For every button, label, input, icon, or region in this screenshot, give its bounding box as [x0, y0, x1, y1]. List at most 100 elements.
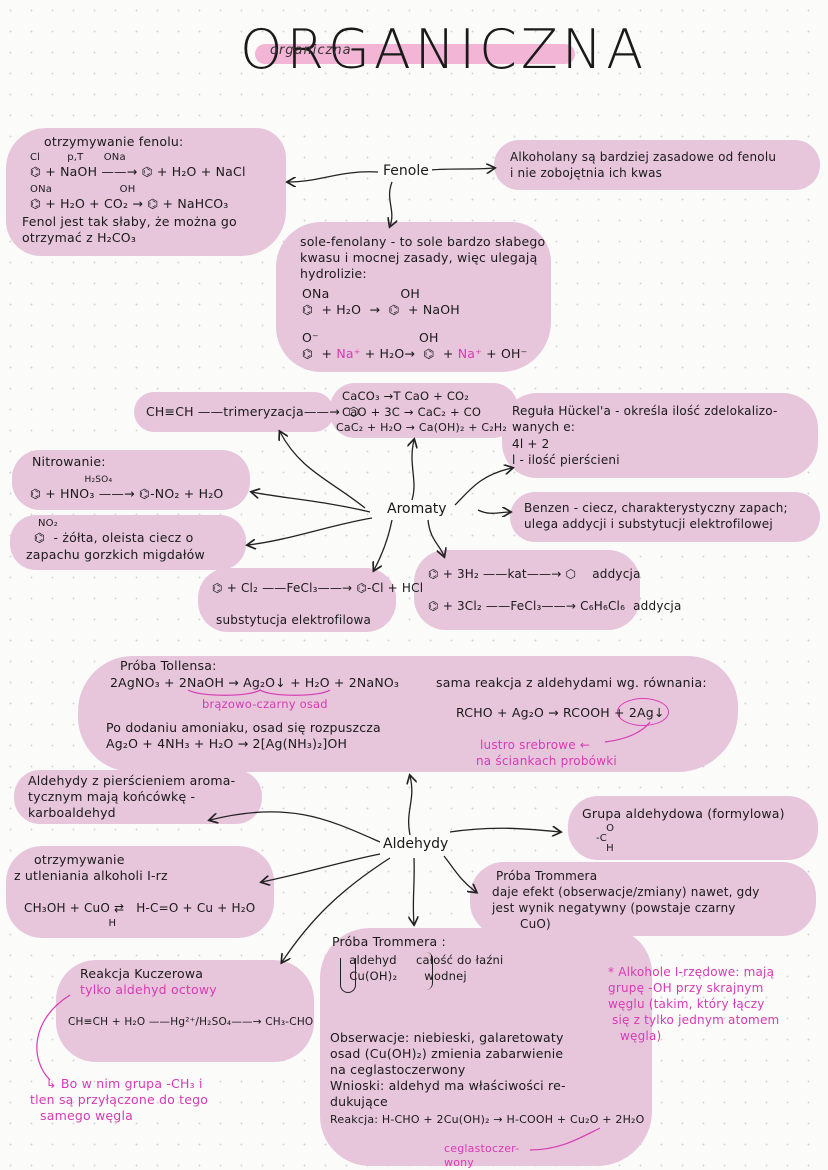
blob-substytucja — [198, 568, 396, 632]
karbo-line: tycznym mają końcówkę - — [28, 789, 196, 804]
trommer-main-line: Wnioski: aldehyd ma właściwości re- — [330, 1078, 566, 1093]
blob-benzen — [510, 492, 820, 542]
arrow-aromaty-subst — [374, 519, 393, 570]
arrow-ceglasto — [529, 1127, 601, 1151]
blob-kuczerowa — [56, 960, 314, 1062]
fenol-otrzymywanie-line: otrzymać z H₂CO₃ — [22, 230, 137, 245]
trommer-main-line: Obserwacje: niebieski, galaretowaty — [330, 1030, 564, 1045]
fenol-otrzymywanie-line: ONa OH — [30, 184, 136, 195]
arrow-aromaty-cao — [412, 440, 414, 501]
hydroliza-eq2-a: O⁻ OH ⌬ + — [302, 330, 439, 361]
note-line: * Alkohole I-rzędowe: mają — [608, 965, 775, 979]
arrow-aromaty-nitrobenzen — [248, 517, 373, 545]
page-subtitle: organiczna — [270, 43, 352, 58]
cao-line: CaO + 3C → CaC₂ + CO — [342, 405, 482, 419]
cao-line: CaC₂ + H₂O → Ca(OH)₂ + C₂H₂ — [336, 421, 507, 434]
test-tube-icon — [340, 958, 356, 993]
arrow-aldehydy-trommerM — [413, 857, 414, 924]
sole-line: kwasu i mocnej zasady, więc ulegają — [300, 250, 538, 265]
trommer-right-line: Próba Trommera — [496, 869, 598, 883]
blob-huckel — [502, 393, 818, 478]
substytucja-label: substytucja elektrofilowa — [216, 613, 372, 627]
bo-line: tlen są przyłączone do tego — [30, 1092, 209, 1107]
arrow-aldehydy-kucz — [282, 857, 391, 962]
huckel-line: wanych e: — [512, 420, 576, 434]
nitrobenzen-line: zapachu gorzkich migdałów — [26, 547, 205, 562]
addycja-h2: ⌬ + 3H₂ ——kat——→ ⬡ addycja — [428, 567, 641, 581]
arrow-aldehydy-karbo — [210, 811, 381, 843]
trommer-right-line: CuO) — [520, 917, 551, 931]
bo-line: samego węgla — [40, 1108, 133, 1123]
nitrobenzen-line: NO₂ — [38, 518, 58, 529]
page-title: ORGANICZNA — [240, 18, 648, 81]
arrow-aldehydy-grupa — [449, 828, 560, 832]
nitrobenzen-line: ⌬ - żółta, oleista ciecz o — [34, 530, 194, 545]
hub-fenole: Fenole — [380, 163, 432, 179]
tollens-rcho: RCHO + Ag₂O → RCOOH + 2Ag↓ — [456, 705, 665, 721]
tollens-title: Próba Tollensa: — [120, 658, 217, 673]
blob-karboaldehyd — [14, 770, 262, 824]
hub-aldehydy: Aldehydy — [380, 836, 452, 852]
trommer-right-line: jest wynik negatywny (powstaje czarny — [492, 901, 736, 915]
kucz-title: Reakcja Kuczerowa — [80, 966, 204, 981]
aldehyd-otrz-line: H — [24, 918, 117, 929]
trimeryzacja: CH≡CH ——trimeryzacja——→ ⬡ — [146, 404, 360, 419]
hub-aromaty: Aromaty — [384, 501, 450, 517]
sole-line: sole-fenolany - to sole bardzo słabego — [300, 234, 546, 249]
ceglasto-label: ceglastoczer- wony — [444, 1142, 520, 1169]
blob-trommer-right — [470, 862, 816, 936]
kucz-pink: tylko aldehyd octowy — [80, 982, 217, 997]
trommer-main-line: dukujące — [330, 1094, 388, 1109]
aldehyd-otrz-line: otrzymywanie — [34, 852, 125, 867]
benzen-line: Benzen - ciecz, charakterystyczny zapach… — [524, 501, 788, 515]
trommer-main-line: na ceglastoczerwony — [330, 1062, 466, 1077]
arrow-aromaty-huckel — [454, 468, 512, 506]
tollens-rcho-left: RCHO + Ag₂O → RCOOH + — [456, 705, 629, 720]
karbo-line: karboaldehyd — [28, 805, 116, 820]
fenol-otrzymywanie-line: ⌬ + H₂O + CO₂ → ⌬ + NaHCO₃ — [30, 196, 229, 211]
tollens-sciankach: na ściankach probówki — [476, 754, 617, 768]
aldehyd-otrz-line: z utleniania alkoholi I-rz — [14, 868, 168, 883]
bracket-brazowy — [187, 689, 331, 696]
hydroliza-eq2: O⁻ OH ⌬ + Na⁺ + H₂O→ ⌬ + Na⁺ + OH⁻ — [302, 330, 527, 362]
blob-cao — [330, 383, 518, 438]
fenol-otrzymywanie-title: otrzymywanie fenolu: — [44, 134, 184, 149]
tollens-eq1: 2AgNO₃ + 2NaOH → Ag₂O↓ + H₂O + 2NaNO₃ — [110, 675, 400, 690]
tollens-amoniak: Po dodaniu amoniaku, osad się rozpuszcza — [106, 720, 381, 735]
blob-alkoholany — [494, 140, 820, 190]
trommer-main-reakcja: Reakcja: H-CHO + 2Cu(OH)₂ → H-COOH + Cu₂… — [330, 1113, 645, 1126]
fenol-otrzymywanie-line: ⌬ + NaOH ——→ ⌬ + H₂O + NaCl — [30, 164, 246, 179]
blob-addycja — [414, 550, 640, 630]
sole-line: hydrolizie: — [300, 266, 367, 281]
arrow-aromaty-nitro — [252, 492, 371, 513]
fenol-otrzymywanie-line: Fenol jest tak słaby, że można go — [22, 214, 237, 229]
note-line: grupę -OH przy skrajnym — [608, 981, 764, 995]
huckel-line: 4l + 2 — [512, 437, 550, 451]
grupa-title: Grupa aldehydowa (formylowa) — [582, 806, 785, 821]
hydroliza-eq2-c: + OH⁻ — [481, 346, 528, 361]
blob-trommer-main — [320, 928, 652, 1166]
nitrowanie-eq: ⌬ + HNO₃ ——→ ⌬-NO₂ + H₂O — [30, 486, 224, 501]
title-highlight — [255, 44, 575, 64]
trommer-main-line: aldehyd całość do łaźni — [330, 953, 504, 967]
arrow-fenole-right — [429, 168, 494, 170]
bo-line: ↳ Bo w nim grupa -CH₃ i — [46, 1076, 203, 1091]
hydroliza-eq1: ONa OH ⌬ + H₂O → ⌬ + NaOH — [302, 286, 460, 317]
alkoholany-line: i nie zobojętnia ich kwas — [510, 166, 663, 180]
blob-nitrobenzen — [10, 515, 246, 570]
tollens-lustro: lustro srebrowe ← — [480, 738, 591, 752]
blob-trimeryzacja — [134, 392, 334, 432]
blob-otrzymywanie-fenolu — [6, 128, 286, 256]
note-line: się z tylko jednym atomem — [612, 1013, 780, 1027]
karbo-line: Aldehydy z pierścieniem aroma- — [28, 773, 236, 788]
tollens-sama: sama reakcja z aldehydami wg. równania: — [436, 675, 707, 690]
hydroliza-na: Na⁺ — [336, 346, 361, 361]
trommer-main-line: osad (Cu(OH)₂) zmienia zabarwienie — [330, 1046, 564, 1061]
blob-grupa — [568, 796, 818, 860]
bracket-icon — [426, 952, 433, 990]
trommer-main-line: Cu(OH)₂ wodnej — [330, 969, 467, 983]
addycja-cl2: ⌬ + 3Cl₂ ——FeCl₃——→ C₆H₆Cl₆ addycja — [428, 599, 682, 613]
nitrowanie-cat: H₂SO₄ — [60, 475, 113, 485]
arrow-fenole-down — [390, 181, 392, 226]
